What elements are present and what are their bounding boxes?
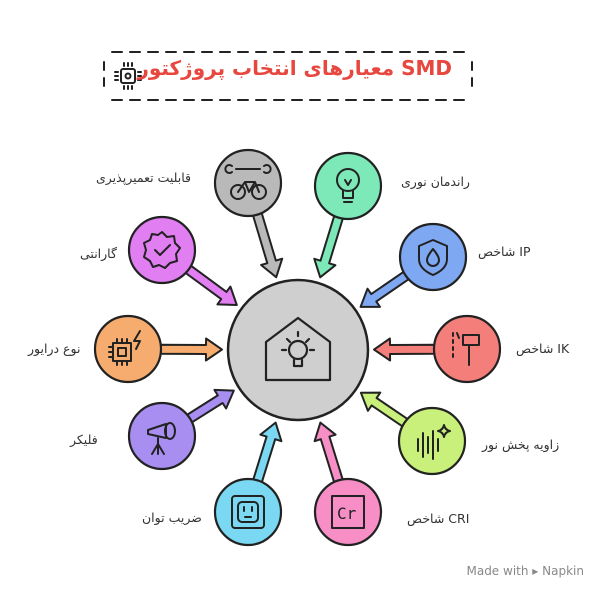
node-circle — [398, 222, 468, 292]
node-chip-lightning — [93, 314, 163, 384]
label-repairability: قابلیت تعمیرپذیری — [96, 170, 192, 185]
brand-text: Napkin — [542, 564, 584, 578]
label-driver-type: نوع درایور — [28, 341, 81, 356]
house-lightbulb-icon — [264, 316, 332, 382]
cr-element-icon: Cr — [331, 495, 365, 529]
node-lightbulb — [313, 151, 383, 221]
title-sun-icon — [114, 62, 142, 90]
arrow-3 — [359, 391, 410, 429]
node-circle — [313, 151, 383, 221]
label-cri-rating: CRI شاخص — [407, 511, 470, 526]
label-ip-rating: IP شاخص — [478, 244, 531, 259]
arrow-6 — [184, 388, 235, 425]
node-power-outlet — [213, 477, 283, 547]
made-with-footer: Made with ▸ Napkin — [466, 564, 584, 578]
node-circle — [213, 477, 283, 547]
badge-check-icon — [143, 231, 181, 269]
napkin-logo-icon: ▸ — [532, 564, 539, 578]
node-badge-check — [127, 215, 197, 285]
center-node — [226, 278, 370, 422]
node-shield-drop — [398, 222, 468, 292]
label-warranty: گارانتی — [80, 246, 117, 261]
sparkle-wave-icon — [417, 424, 451, 460]
arrow-5 — [251, 421, 283, 485]
made-with-text: Made with — [466, 564, 529, 578]
label-ik-rating: IK شاخص — [516, 341, 570, 356]
node-wrench-bike — [213, 148, 283, 218]
arrow-8 — [183, 263, 238, 306]
projector-tripod-icon — [147, 422, 176, 455]
node-circle — [127, 215, 197, 285]
shield-drop-icon — [418, 239, 448, 276]
node-circle — [432, 314, 502, 384]
label-luminous-efficiency: راندمان نوری — [401, 174, 470, 189]
chip-lightning-icon — [108, 330, 141, 366]
lightbulb-icon — [336, 168, 360, 203]
arrow-9 — [251, 210, 284, 279]
node-hammer — [432, 314, 502, 384]
arrow-1 — [359, 269, 411, 308]
title-frame — [103, 51, 473, 101]
node-circle — [127, 401, 197, 471]
label-power-factor: ضریب توان — [142, 510, 202, 525]
node-sparkle-wave — [397, 406, 467, 476]
arrow-2 — [373, 337, 437, 362]
node-circle — [93, 314, 163, 384]
power-outlet-icon — [231, 495, 265, 529]
node-projector-tripod — [127, 401, 197, 471]
node-cr-element: Cr — [313, 477, 383, 547]
arrow-0 — [313, 213, 345, 279]
arrow-4 — [313, 421, 345, 485]
label-beam-angle: زاویه پخش نور — [482, 437, 560, 452]
hammer-icon — [452, 332, 480, 366]
wrench-bike-icon — [224, 164, 272, 200]
svg-text:Cr: Cr — [337, 504, 357, 523]
arrow-7 — [158, 337, 223, 362]
page-title: SMD معیارهای انتخاب پروژکتور — [137, 56, 452, 80]
label-flicker: فلیکر — [70, 432, 98, 447]
